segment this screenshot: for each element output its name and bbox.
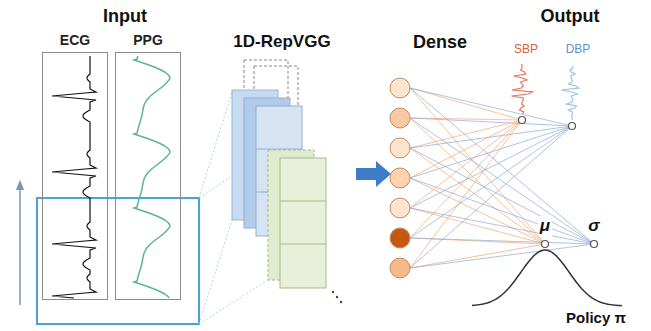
dense-link [410, 118, 594, 244]
neuron [390, 168, 410, 188]
dense-link [410, 118, 545, 244]
label-holder: Output [541, 6, 600, 27]
waveforms [52, 56, 579, 298]
gaussian-curve [472, 250, 622, 306]
dense-link [410, 208, 594, 244]
ellipsis-dot [340, 301, 342, 303]
label-holder: Input [103, 6, 147, 27]
dbp-trace [561, 66, 578, 120]
label-holder: μ [538, 216, 552, 236]
dense-link [410, 178, 545, 244]
projection-line [199, 280, 268, 324]
panel-border [115, 52, 181, 300]
neuron [390, 198, 410, 218]
section-heading: Output [541, 6, 600, 27]
neuron [390, 78, 410, 98]
neuron [390, 228, 410, 248]
dense-link [410, 88, 572, 126]
signal-name: PPG [133, 30, 163, 52]
dense-link [410, 120, 522, 178]
ellipsis-dot [336, 296, 338, 298]
section-heading: 1D-RepVGG [233, 32, 330, 52]
dense-connections [410, 88, 594, 268]
grid-line [280, 244, 326, 245]
flow-arrow [356, 161, 391, 187]
dense-link [410, 126, 572, 238]
sbp-trace [511, 64, 532, 114]
dense-link [410, 126, 572, 268]
dense-link [410, 88, 522, 120]
feature-grid [280, 201, 326, 244]
label-holder: σ [586, 216, 601, 236]
dense-link [410, 120, 522, 148]
neuron [390, 258, 410, 278]
policy-label: Policy π [566, 309, 626, 326]
signal-name: ECG [60, 30, 90, 52]
section-heading: Dense [413, 32, 467, 53]
output-name: DBP [564, 43, 593, 57]
ppg-wave [134, 56, 170, 298]
projection-line [199, 92, 232, 198]
label-holder: SBP [512, 43, 540, 57]
section-heading: Input [103, 6, 147, 27]
dense-neurons [390, 78, 410, 278]
window-box [37, 198, 199, 324]
label-holder: DBP [564, 43, 593, 57]
feature-map [280, 158, 326, 288]
dense-link [410, 148, 594, 244]
dense-link [410, 148, 545, 244]
time-arrow [19, 185, 21, 305]
grid-line [256, 149, 302, 150]
output-neuron [519, 117, 526, 124]
dense-link [410, 120, 522, 238]
panel-border [42, 52, 108, 300]
signal-panel: PPG [115, 30, 181, 300]
label-holder: Dense [413, 32, 467, 53]
dense-link [410, 244, 594, 268]
label-holder: 1D-RepVGG [233, 32, 330, 52]
output-neuron [591, 241, 598, 248]
dense-link [410, 88, 545, 244]
ellipsis-dot [332, 291, 334, 293]
neuron [390, 108, 410, 128]
neuron [390, 138, 410, 158]
signal-panel: ECG [42, 30, 108, 300]
dense-link [410, 118, 572, 126]
dense-link [410, 120, 522, 268]
parameter-symbol: σ [586, 216, 601, 236]
projection-line [199, 220, 232, 324]
output-neuron [542, 241, 549, 248]
dense-link [410, 120, 522, 208]
parameter-symbol: μ [538, 216, 552, 236]
grid-line [280, 201, 326, 202]
dense-link [410, 126, 572, 178]
output-neuron [569, 123, 576, 130]
dense-link [410, 238, 594, 244]
ecg-wave [52, 56, 96, 298]
output-name: SBP [512, 43, 540, 57]
label-holder: Policy π [566, 309, 626, 326]
dense-link [410, 244, 545, 268]
feature-stack [232, 60, 342, 303]
dense-link [410, 88, 594, 244]
dense-link [410, 178, 594, 244]
dense-link [410, 126, 572, 208]
